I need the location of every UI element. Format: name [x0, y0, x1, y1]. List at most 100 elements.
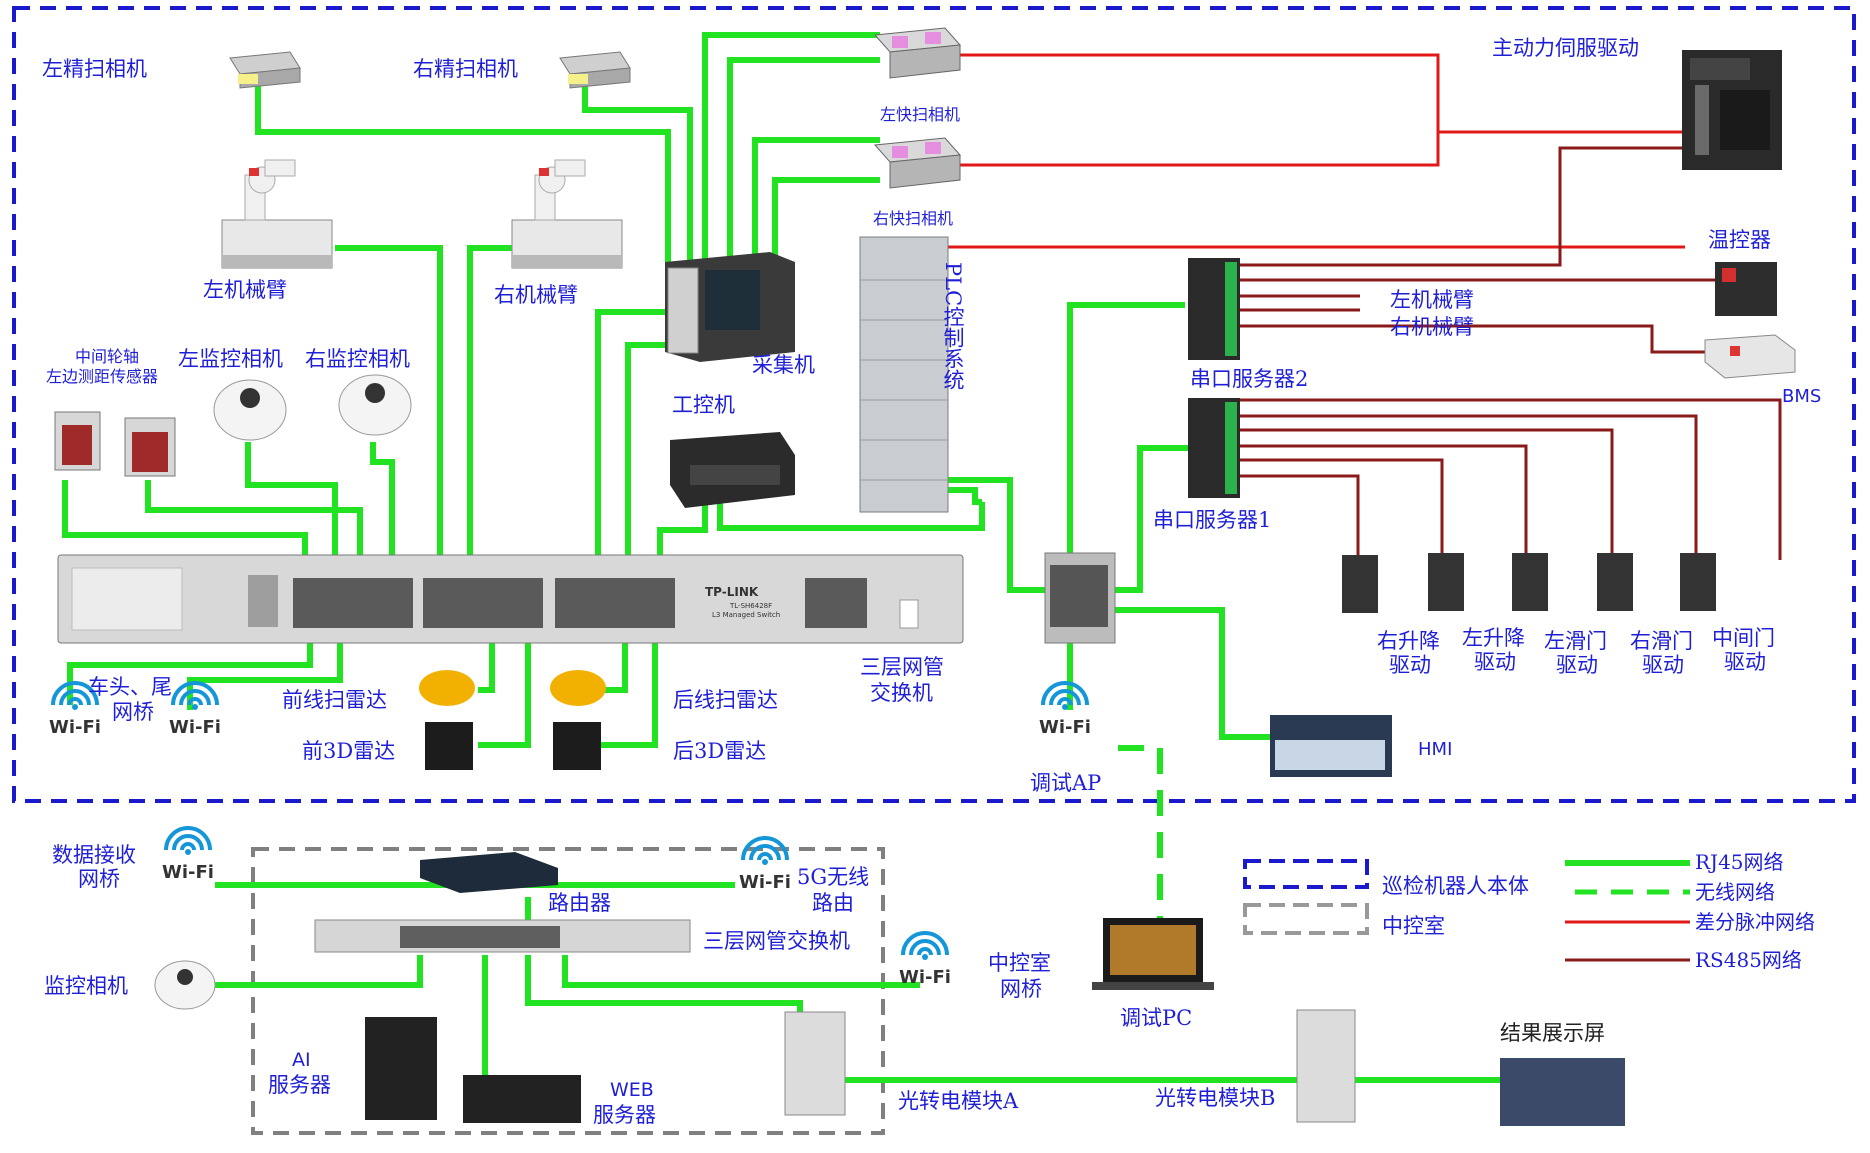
label-l3-switch-1: 三层网管 — [860, 655, 944, 679]
label-right-slide-1: 右滑门 — [1630, 629, 1693, 653]
control-room-boundary — [251, 847, 885, 1135]
label-result-screen: 结果展示屏 — [1500, 1021, 1605, 1045]
left-monitor-camera — [213, 379, 287, 441]
legend: 巡检机器人本体 中控室 RJ45网络 无线网络 差分脉冲网络 RS485网络 — [1243, 850, 1815, 972]
label-l3-switch-2: 交换机 — [870, 681, 933, 705]
label-control-bridge-1: 中控室 — [988, 951, 1051, 975]
temp-controller — [1715, 262, 1777, 316]
label-front-line-lidar: 前线扫雷达 — [282, 688, 387, 712]
cr-l3-switch — [314, 919, 691, 953]
label-axle-sensor-1: 中间轮轴 — [75, 347, 139, 366]
label-axle-sensor-2: 左边测距传感器 — [46, 367, 158, 386]
legend-robot-label: 巡检机器人本体 — [1382, 874, 1529, 898]
label-right-arm: 右机械臂 — [494, 283, 578, 307]
web-server — [463, 1075, 581, 1123]
label-ai-server-1: AI — [292, 1049, 311, 1071]
right-fine-camera — [559, 51, 631, 89]
wifi-data-bridge-icon: Wi-Fi — [162, 826, 214, 883]
label-rear-3d-lidar: 后3D雷达 — [673, 739, 766, 763]
hmi-screen — [1270, 715, 1392, 777]
label-industrial-pc: 工控机 — [672, 393, 735, 417]
right-robot-arm — [511, 159, 623, 269]
label-5g-wifi-1: 5G无线 — [797, 865, 869, 889]
result-screen — [1500, 1058, 1625, 1126]
wifi-debug-ap-text: Wi-Fi — [1039, 717, 1091, 738]
wifi-head-bridge-text: Wi-Fi — [49, 717, 101, 738]
label-collector: 采集机 — [752, 353, 815, 377]
legend-control-label: 中控室 — [1382, 914, 1445, 938]
label-left-slide-1: 左滑门 — [1544, 629, 1607, 653]
main-switch — [57, 554, 964, 644]
industrial-pc — [670, 432, 795, 508]
label-left-slide-2: 驱动 — [1556, 653, 1598, 677]
label-5g-wifi-2: 路由 — [812, 891, 854, 915]
label-left-arm-485: 左机械臂 — [1390, 288, 1474, 312]
rj45-lines — [62, 32, 1500, 1083]
label-head-tail-bridge-1: 车头、尾 — [88, 675, 172, 699]
fiber-a — [784, 1011, 846, 1116]
legend-control-swatch — [1243, 903, 1369, 935]
label-fiber-b: 光转电模块B — [1155, 1086, 1275, 1110]
label-left-lift-2: 驱动 — [1474, 650, 1516, 674]
label-left-arm: 左机械臂 — [203, 278, 287, 302]
wifi-debug-ap-icon: Wi-Fi — [1039, 681, 1091, 738]
rs485-lines — [1240, 146, 1782, 560]
robot-body-boundary — [12, 6, 1856, 803]
wifi-5g-router-text: Wi-Fi — [739, 872, 791, 893]
legend-rs485-label: RS485网络 — [1695, 948, 1802, 972]
serial-server-1 — [1188, 398, 1240, 498]
label-rear-line-lidar: 后线扫雷达 — [673, 688, 778, 712]
label-ai-server-2: 服务器 — [268, 1073, 331, 1097]
wifi-tail-bridge-icon: Wi-Fi — [169, 681, 221, 738]
right-fast-camera — [873, 137, 962, 189]
wifi-control-bridge-icon: Wi-Fi — [899, 931, 951, 988]
label-servo-drive: 主动力伺服驱动 — [1492, 36, 1639, 60]
wifi-5g-router-icon: Wi-Fi — [739, 836, 791, 893]
left-robot-arm — [221, 159, 333, 269]
label-plc-system: PLC控制系统 — [941, 262, 965, 391]
fiber-b — [1296, 1009, 1356, 1123]
wifi-control-bridge-text: Wi-Fi — [899, 967, 951, 988]
label-data-bridge-2: 网桥 — [78, 867, 120, 891]
device-labels: 左精扫相机 右精扫相机 左快扫相机 右快扫相机 主动力伺服驱动 左机械臂 右机械… — [42, 36, 1821, 1127]
label-right-arm-485: 右机械臂 — [1390, 315, 1474, 339]
router-device — [420, 852, 558, 893]
label-left-fine-camera: 左精扫相机 — [42, 57, 147, 81]
legend-wireless-label: 无线网络 — [1695, 880, 1775, 904]
label-web-server-1: WEB — [610, 1079, 654, 1101]
wireless-link — [1118, 745, 1163, 920]
label-left-fast-camera: 左快扫相机 — [880, 105, 960, 124]
label-right-fast-camera: 右快扫相机 — [873, 209, 953, 228]
legend-rj45-label: RJ45网络 — [1695, 850, 1784, 874]
axle-sensors — [54, 411, 176, 477]
cr-monitor-camera — [154, 960, 216, 1010]
label-temp-controller: 温控器 — [1708, 228, 1771, 252]
label-right-lift-1: 右升降 — [1377, 629, 1440, 653]
label-web-server-2: 服务器 — [593, 1103, 656, 1127]
label-fiber-a: 光转电模块A — [898, 1089, 1019, 1113]
label-right-fine-camera: 右精扫相机 — [413, 57, 518, 81]
label-bms: BMS — [1782, 386, 1821, 407]
serial-server-2 — [1188, 258, 1240, 360]
servo-drive — [1682, 50, 1782, 170]
label-front-3d-lidar: 前3D雷达 — [302, 739, 395, 763]
label-switch-brand: TP-LINK — [705, 585, 759, 599]
right-monitor-camera — [338, 374, 412, 436]
drivers — [1342, 553, 1716, 613]
wifi-tail-bridge-text: Wi-Fi — [169, 717, 221, 738]
left-fast-camera — [873, 27, 962, 79]
collector — [665, 252, 795, 362]
label-serial-server-1: 串口服务器1 — [1153, 508, 1271, 532]
label-hmi: HMI — [1418, 739, 1452, 760]
label-right-slide-2: 驱动 — [1642, 653, 1684, 677]
label-left-monitor-camera: 左监控相机 — [178, 347, 283, 371]
label-monitor-camera: 监控相机 — [44, 974, 128, 998]
label-debug-ap: 调试AP — [1030, 771, 1101, 795]
label-serial-server-2: 串口服务器2 — [1190, 367, 1308, 391]
label-left-lift-1: 左升降 — [1462, 626, 1525, 650]
label-debug-pc: 调试PC — [1120, 1006, 1192, 1030]
wifi-data-bridge-text: Wi-Fi — [162, 862, 214, 883]
label-switch-model: TL-SH6428F — [729, 602, 772, 610]
debug-pc — [1092, 918, 1214, 990]
plc-cabinet — [859, 236, 949, 513]
